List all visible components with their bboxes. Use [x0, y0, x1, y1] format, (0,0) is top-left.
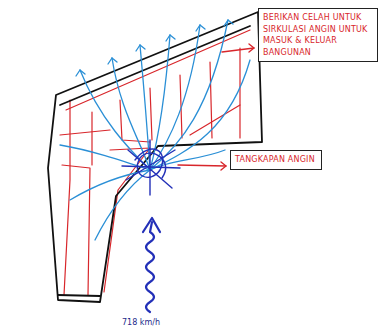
callout-text: TANGKAPAN ANGIN: [235, 154, 317, 166]
wind-speed-label: 718 km/h: [120, 318, 162, 327]
callout-box: BERIKAN CELAH UNTUK SIRKULASI ANGIN UNTU…: [258, 8, 378, 62]
callout-text: BERIKAN CELAH UNTUK SIRKULASI ANGIN UNTU…: [263, 12, 373, 58]
callout-box: TANGKAPAN ANGIN: [230, 150, 322, 170]
